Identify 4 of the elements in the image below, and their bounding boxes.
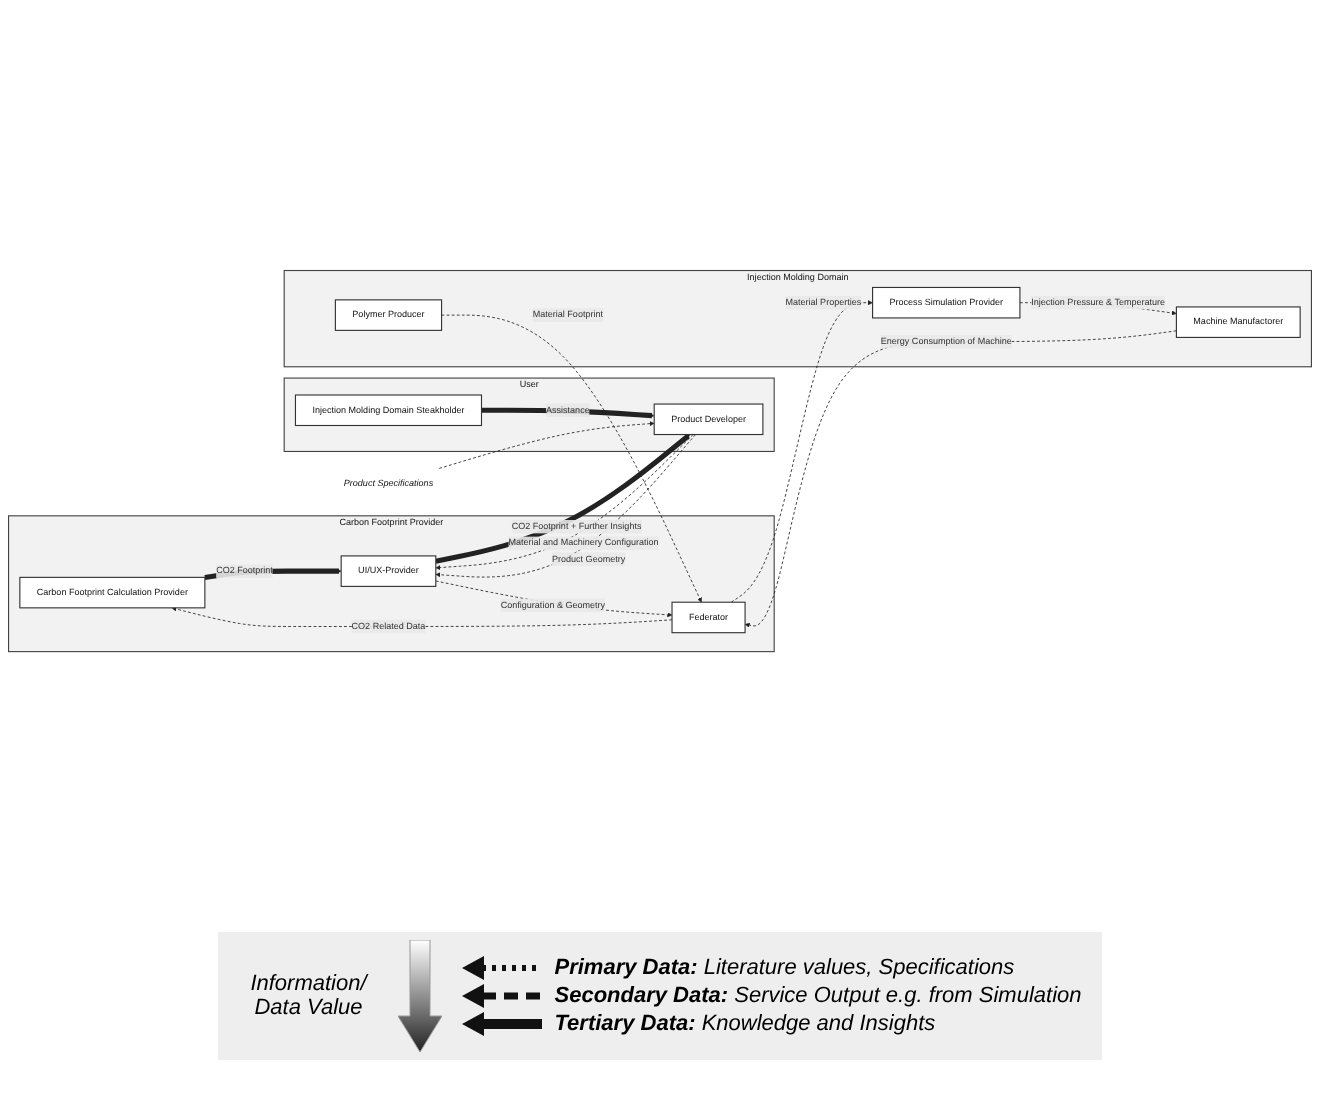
axis-note: Information/ Data Value [248,972,371,1020]
legend-text: Tertiary Data: Knowledge and Insights [554,1012,936,1036]
legend-text: Secondary Data: Service Output e.g. from Simulation [554,984,1082,1008]
legend-text: Primary Data: Literature values, Specifications [554,956,1015,980]
